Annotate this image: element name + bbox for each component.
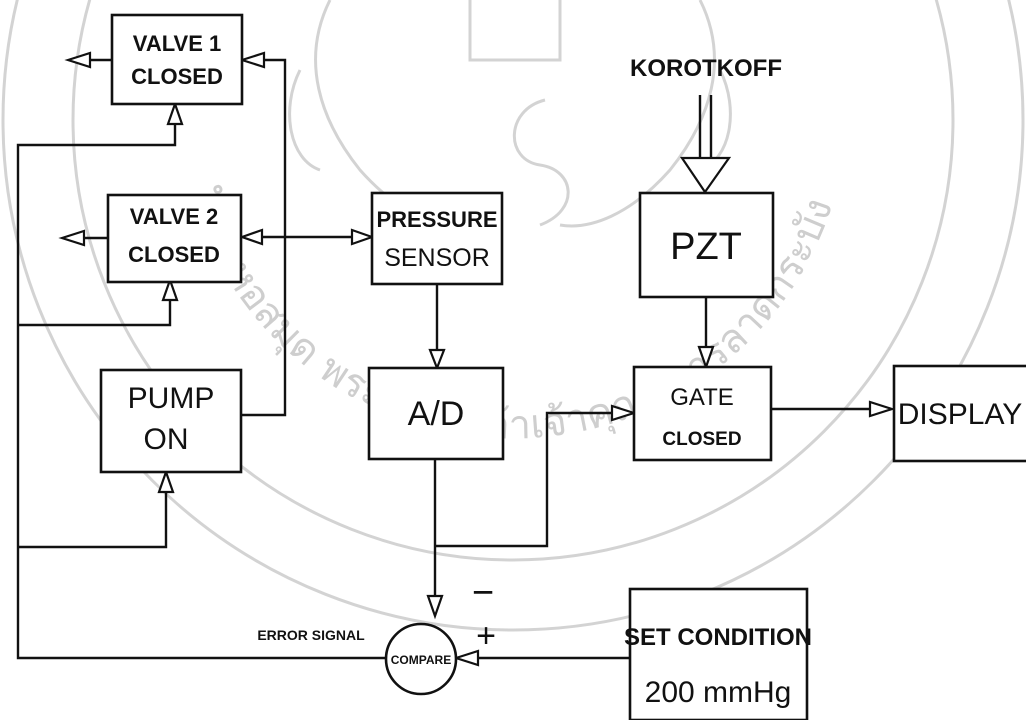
watermark-crown	[470, 0, 560, 60]
pzt-block: PZT	[640, 193, 773, 297]
pressure-sensor-label-line1: PRESSURE	[376, 207, 497, 232]
valve2-label-line2: CLOSED	[128, 242, 220, 267]
display-block: DISPLAY	[894, 366, 1026, 461]
valve1-block: VALVE 1 CLOSED	[112, 15, 242, 104]
pump-label-line1: PUMP	[128, 382, 215, 415]
valve1-label-line2: CLOSED	[131, 64, 223, 89]
display-input-arrowhead	[870, 402, 892, 416]
ad-input-arrowhead	[430, 350, 444, 368]
ad-label: A/D	[408, 395, 465, 433]
gate-label-line1: GATE	[670, 384, 734, 411]
display-label: DISPLAY	[898, 398, 1023, 431]
error-signal-label: ERROR SIGNAL	[257, 627, 365, 643]
pump-block: PUMP ON	[101, 370, 241, 472]
korotkoff-arrowhead	[682, 158, 729, 192]
watermark-flame-left	[290, 70, 320, 170]
minus-sign: −	[472, 572, 494, 614]
set-condition-label-line1: SET CONDITION	[624, 624, 812, 651]
gate-block: GATE CLOSED	[634, 367, 771, 460]
gate-label-line2: CLOSED	[662, 429, 741, 450]
valve1-label-line1: VALVE 1	[133, 31, 221, 56]
pressure-sensor-block: PRESSURE SENSOR	[372, 193, 502, 284]
control-to-pump-line	[18, 490, 166, 547]
pump-control-arrowhead	[159, 472, 173, 492]
watermark-glyph	[514, 100, 568, 225]
pressure-sensor-label-line2: SENSOR	[384, 244, 490, 272]
compare-minus-arrowhead	[428, 596, 442, 616]
korotkoff-label: KOROTKOFF	[630, 55, 782, 82]
watermark-flame-right	[700, 70, 730, 170]
valve2-output-arrowhead	[62, 231, 84, 245]
compare-plus-arrowhead	[456, 651, 478, 665]
set-condition-block: SET CONDITION 200 mmHg	[624, 589, 812, 720]
pump-label-line2: ON	[144, 423, 189, 456]
compare-node: COMPARE	[386, 624, 456, 694]
valve1-input-arrowhead	[242, 53, 264, 67]
valve1-box	[112, 15, 242, 104]
valve2-block: VALVE 2 CLOSED	[108, 195, 241, 282]
plus-sign: +	[476, 617, 496, 655]
valve2-label-line1: VALVE 2	[130, 204, 218, 229]
compare-label: COMPARE	[391, 653, 451, 667]
ad-block: A/D	[369, 368, 503, 459]
pzt-label: PZT	[670, 226, 742, 268]
sensor-input-arrowhead	[352, 230, 372, 244]
set-condition-label-line2: 200 mmHg	[645, 676, 792, 709]
valve1-control-arrowhead	[168, 104, 182, 124]
